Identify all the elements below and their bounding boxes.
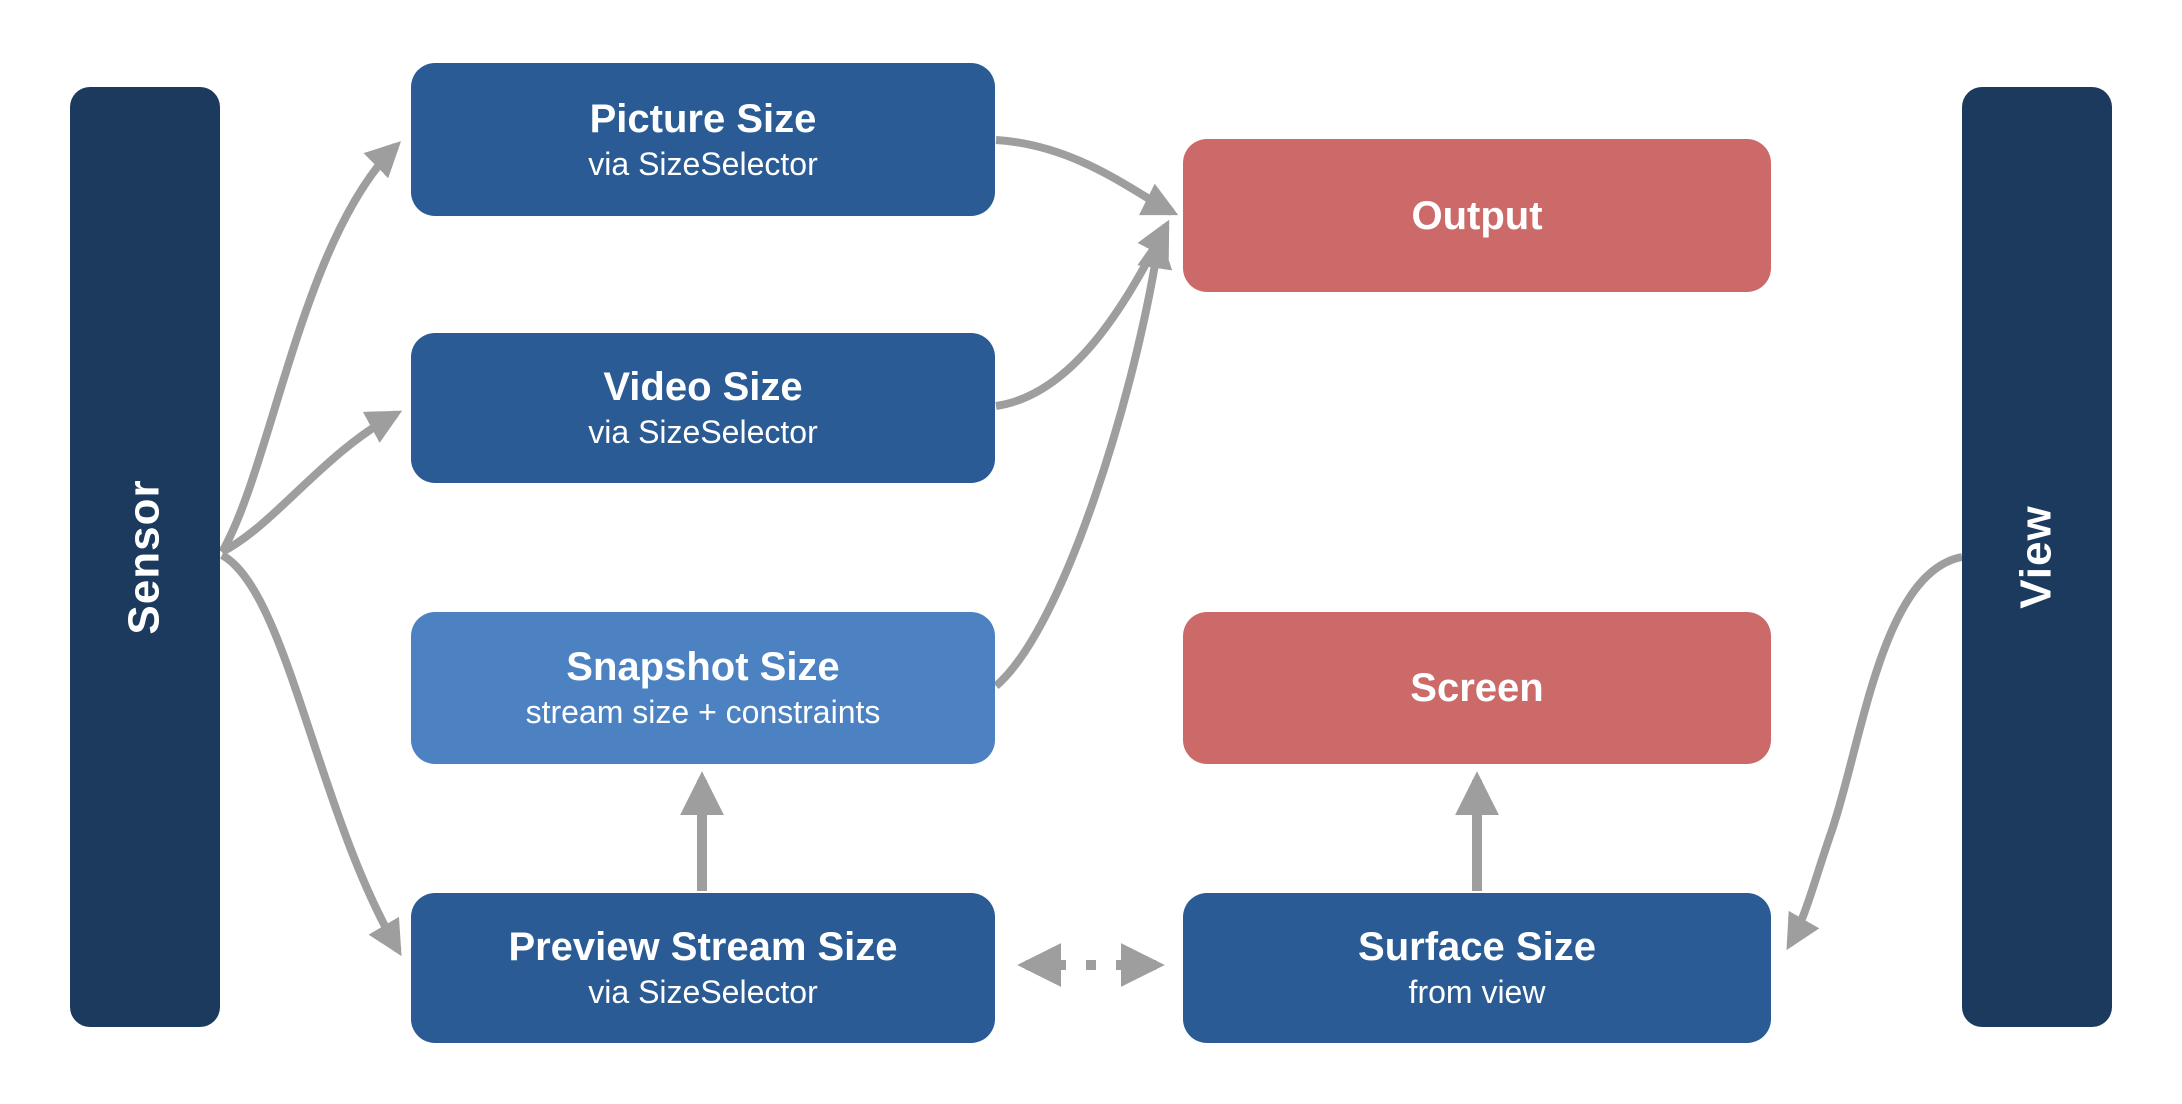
node-output-title: Output — [1411, 193, 1543, 238]
node-surface-size-subtitle: from view — [1408, 974, 1546, 1011]
node-picture-size-subtitle: via SizeSelector — [588, 145, 818, 182]
lane-view: View — [1962, 87, 2112, 1027]
node-preview-stream-size: Preview Stream Size via SizeSelector — [411, 893, 995, 1043]
edge-video-to-output — [995, 219, 1170, 410]
node-preview-stream-size-title: Preview Stream Size — [508, 925, 898, 970]
node-video-size-subtitle: via SizeSelector — [588, 414, 818, 451]
node-snapshot-size-subtitle: stream size + constraints — [525, 694, 881, 731]
edge-snapshot-to-output — [993, 233, 1173, 690]
edge-sensor-to-preview — [219, 551, 402, 957]
edge-view-to-surface — [1786, 553, 1963, 951]
lane-view-label: View — [2011, 505, 2061, 609]
node-output: Output — [1183, 139, 1771, 292]
lane-sensor: Sensor — [70, 87, 220, 1027]
node-screen-title: Screen — [1410, 666, 1544, 710]
node-surface-size-title: Surface Size — [1358, 925, 1596, 970]
edge-picture-to-output — [995, 136, 1179, 216]
node-video-size-title: Video Size — [603, 365, 803, 410]
node-snapshot-size: Snapshot Size stream size + constraints — [411, 612, 995, 764]
node-snapshot-size-title: Snapshot Size — [566, 645, 840, 690]
node-preview-stream-size-subtitle: via SizeSelector — [588, 974, 818, 1011]
node-picture-size: Picture Size via SizeSelector — [411, 63, 995, 216]
edge-sensor-to-video — [220, 410, 403, 556]
lane-sensor-label: Sensor — [120, 479, 170, 635]
node-picture-size-title: Picture Size — [589, 96, 817, 141]
node-video-size: Video Size via SizeSelector — [411, 333, 995, 483]
edge-sensor-to-picture — [218, 141, 402, 555]
node-screen: Screen — [1183, 612, 1771, 764]
node-surface-size: Surface Size from view — [1183, 893, 1771, 1043]
